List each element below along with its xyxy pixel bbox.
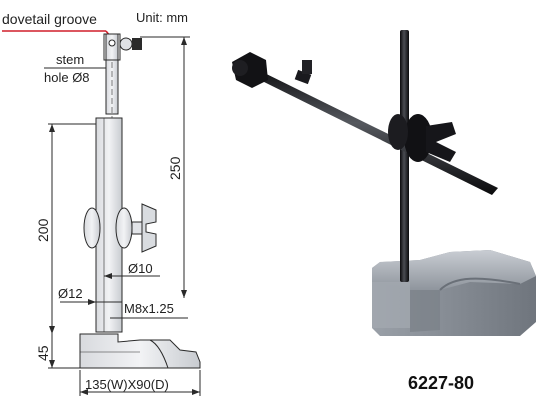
dim-250-arrow-top bbox=[181, 37, 187, 45]
stem-label: stem bbox=[56, 52, 84, 67]
top-clamp bbox=[103, 33, 121, 61]
dovetail-groove-label: dovetail groove bbox=[2, 11, 97, 27]
photo-base-groove bbox=[439, 277, 521, 291]
photo-arm bbox=[240, 64, 498, 195]
unit-label: Unit: mm bbox=[136, 10, 188, 25]
dim-45-arrow bbox=[49, 360, 55, 368]
thread-label: M8x1.25 bbox=[124, 301, 174, 316]
clamp-right-disk bbox=[115, 207, 133, 249]
photo-clamp-disk bbox=[388, 114, 408, 150]
dim-phi10-arrow bbox=[104, 273, 112, 279]
clamp-screw-head bbox=[119, 37, 133, 51]
dim-250-arrow-bottom bbox=[181, 290, 187, 298]
photo-base-front-mid bbox=[410, 290, 440, 332]
technical-drawing: dovetail groove Unit: mm 250 stem hole Ø… bbox=[2, 10, 201, 396]
base-dims-label: 135(W)X90(D) bbox=[85, 377, 169, 392]
model-number: 6227-80 bbox=[408, 373, 474, 393]
photo-wing-knob bbox=[426, 122, 456, 162]
dim-200-label: 200 bbox=[35, 218, 51, 242]
dim-250-label: 250 bbox=[167, 156, 183, 180]
base bbox=[79, 333, 201, 369]
base-dim-arrow-left bbox=[80, 389, 88, 395]
clamp-left-disk bbox=[83, 207, 101, 249]
base-dim-arrow-right bbox=[192, 389, 200, 395]
dim-phi10-label: Ø10 bbox=[128, 261, 153, 276]
dim-phi12-label: Ø12 bbox=[58, 286, 83, 301]
photo-clamp-body bbox=[404, 114, 432, 162]
photo-column bbox=[400, 30, 409, 282]
clamp-hole bbox=[108, 39, 116, 47]
photo-fine-knob bbox=[302, 60, 312, 74]
dim-phi12-arrow bbox=[88, 299, 96, 305]
dim-200-arrow-top bbox=[49, 124, 55, 132]
dim-200-arrow-bottom bbox=[49, 326, 55, 334]
dim-45-label: 45 bbox=[35, 345, 51, 361]
photo-base-front-left bbox=[372, 282, 410, 328]
base-groove bbox=[149, 339, 169, 369]
hole-label: hole Ø8 bbox=[44, 70, 90, 85]
wing-knob bbox=[141, 203, 157, 253]
product-photo bbox=[232, 30, 536, 336]
clamp-knob bbox=[132, 38, 142, 50]
photo-head-ball bbox=[232, 60, 248, 76]
